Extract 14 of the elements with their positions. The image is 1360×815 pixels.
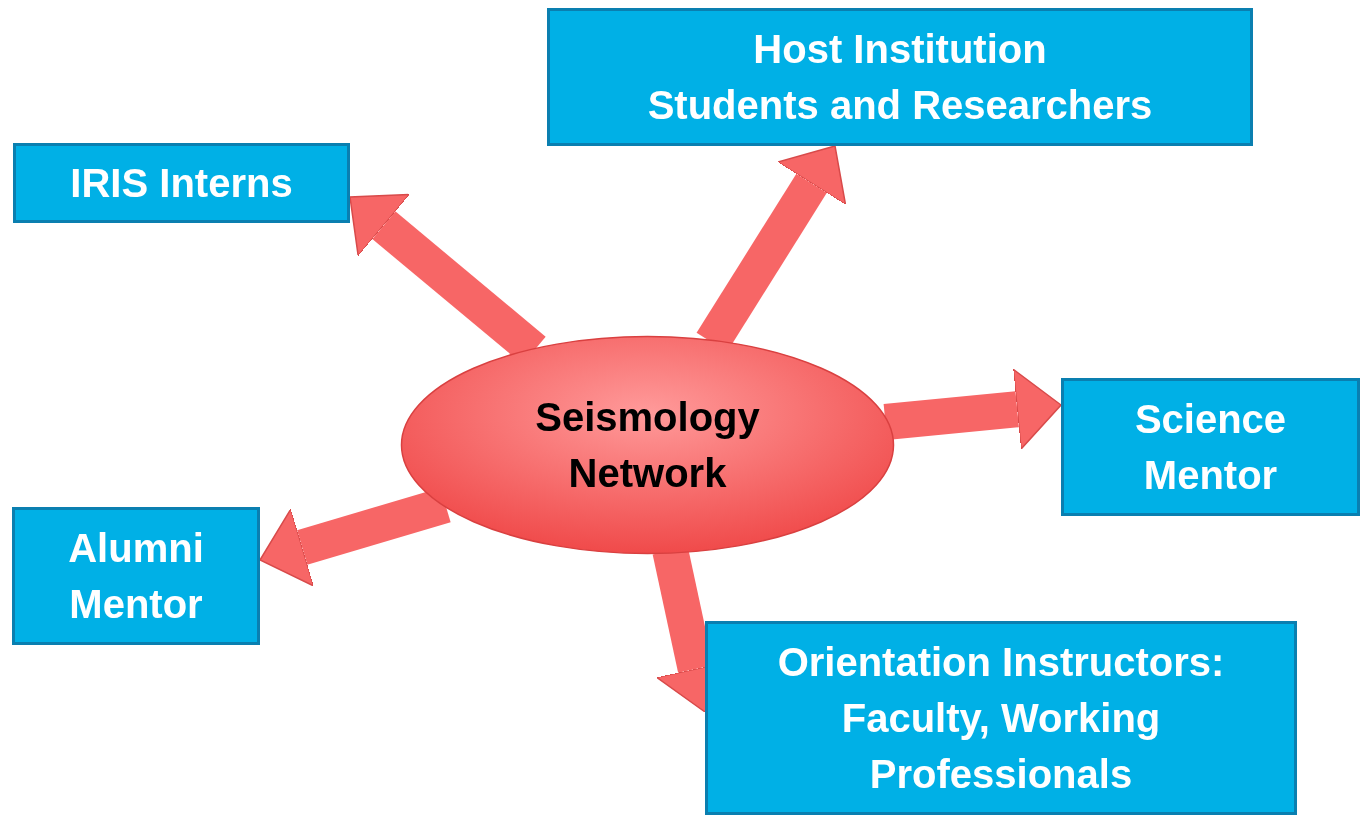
block-arrow (883, 368, 1062, 450)
text-box (547, 8, 1253, 146)
node-label: Seismology Network (534, 394, 761, 497)
node-label: Alumni Mentor (67, 525, 205, 628)
text-box (1061, 378, 1360, 516)
node-label: IRIS Interns (70, 160, 293, 207)
ellipse-node (400, 335, 895, 555)
node-label: Science Mentor (1133, 396, 1288, 499)
text-box (12, 507, 260, 645)
text-box (705, 621, 1297, 815)
node-label: Orientation Instructors: Faculty, Working Professionals (776, 639, 1226, 798)
node-label: Students and Researchers (647, 82, 1153, 129)
text-box (13, 143, 350, 223)
node-label: Host Institution (753, 26, 1047, 73)
